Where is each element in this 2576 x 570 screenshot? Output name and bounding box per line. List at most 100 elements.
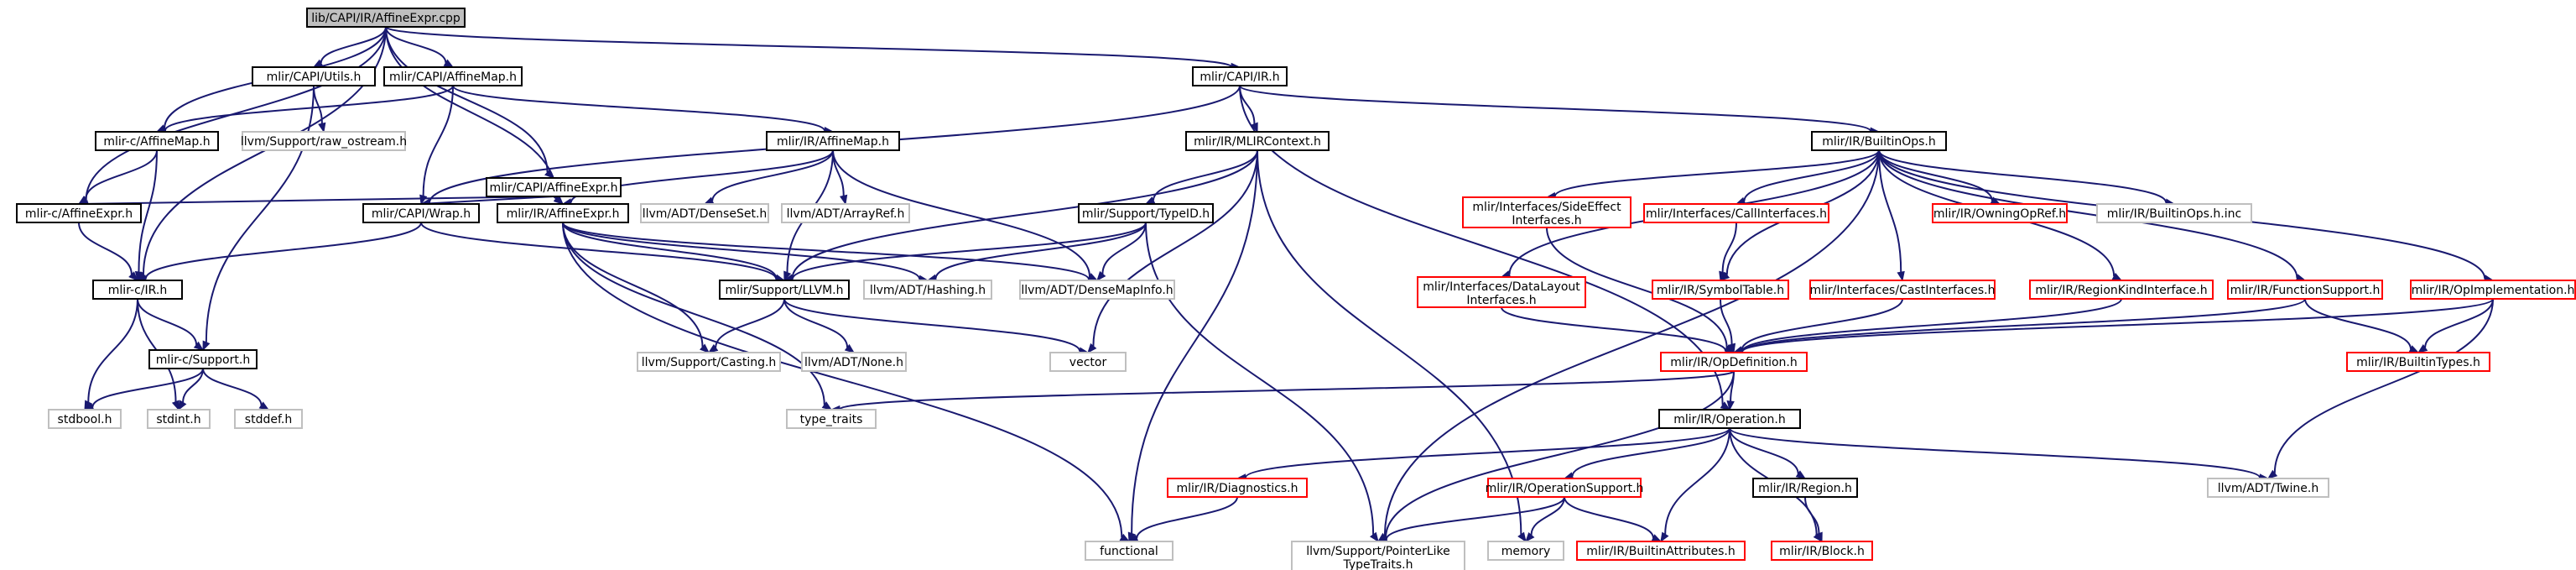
edge-operationsupport-to-builtinattributes <box>1564 496 1663 542</box>
edge-opimplementation-to-twine <box>2266 298 2494 479</box>
node-opimplementation[interactable]: mlir/IR/OpImplementation.h <box>2410 280 2576 300</box>
node-box <box>2227 280 2383 300</box>
node-label: mlir/CAPI/Wrap.h <box>372 207 471 221</box>
edge-line <box>202 368 263 405</box>
arrowhead-icon <box>2417 344 2428 353</box>
arrowhead-icon <box>1727 343 1736 354</box>
node-capi_affinemap[interactable]: mlir/CAPI/AffineMap.h <box>383 66 523 86</box>
node-diagnostics[interactable]: mlir/IR/Diagnostics.h <box>1167 478 1308 498</box>
arrowhead-icon <box>821 401 833 411</box>
node-region[interactable]: mlir/IR/Region.h <box>1752 478 1858 498</box>
node-builtinattributes[interactable]: mlir/IR/BuiltinAttributes.h <box>1576 541 1746 561</box>
node-arrayref: llvm/ADT/ArrayRef.h <box>781 203 910 223</box>
edge-line <box>711 149 834 201</box>
graph-edges <box>77 26 2495 544</box>
edge-line <box>385 26 558 198</box>
node-box <box>1576 541 1746 561</box>
node-label: mlir/IR/Diagnostics.h <box>1176 482 1298 495</box>
node-capi_ir[interactable]: mlir/CAPI/IR.h <box>1192 66 1288 86</box>
edge-line <box>429 196 554 205</box>
edge-line <box>385 26 447 64</box>
edge-ir_mlircontext-to-functional <box>1127 149 1258 543</box>
node-label: mlir/IR/BuiltinOps.h <box>1822 135 1936 149</box>
edge-capi_wrap-to-mlirc_ir <box>136 222 422 283</box>
node-label: type_traits <box>800 413 863 426</box>
arrowhead-icon <box>202 340 211 352</box>
node-box <box>1462 196 1631 228</box>
edge-line <box>562 222 1090 280</box>
node-operation[interactable]: mlir/IR/Operation.h <box>1658 409 1801 429</box>
node-label: mlir/CAPI/AffineMap.h <box>389 71 517 84</box>
node-ir_mlircontext[interactable]: mlir/IR/MLIRContext.h <box>1185 131 1330 151</box>
node-block[interactable]: mlir/IR/Block.h <box>1771 541 1873 561</box>
node-label: mlir-c/AffineMap.h <box>103 135 210 149</box>
node-label: llvm/ADT/Twine.h <box>2218 482 2318 495</box>
node-capi_wrap[interactable]: mlir/CAPI/Wrap.h <box>362 203 480 223</box>
node-ir_affineexpr[interactable]: mlir/IR/AffineExpr.h <box>497 203 629 223</box>
node-symboltable[interactable]: mlir/IR/SymbolTable.h <box>1652 280 1789 300</box>
node-label: llvm/Support/Casting.h <box>642 356 777 369</box>
node-box <box>383 66 523 86</box>
node-typeid[interactable]: mlir/Support/TypeID.h <box>1078 203 1214 223</box>
edge-line <box>1101 222 1147 275</box>
node-raw_ostream: llvm/Support/raw_ostream.h <box>241 131 407 151</box>
node-mlirc_affineexpr[interactable]: mlir-c/AffineExpr.h <box>16 203 142 223</box>
edge-line <box>562 222 778 279</box>
edge-line <box>144 222 422 280</box>
node-box <box>637 352 781 372</box>
edge-ir_affineexpr-to-casting <box>562 222 710 353</box>
node-opdefinition[interactable]: mlir/IR/OpDefinition.h <box>1660 352 1808 372</box>
node-casting: llvm/Support/Casting.h <box>637 352 781 372</box>
node-ir_affinemap[interactable]: mlir/IR/AffineMap.h <box>766 131 900 151</box>
node-capi_utils[interactable]: mlir/CAPI/Utils.h <box>252 66 376 86</box>
node-mlirc_ir[interactable]: mlir-c/IR.h <box>92 280 183 300</box>
node-label: mlir/Interfaces/CallInterfaces.h <box>1646 207 1827 221</box>
node-box <box>1078 203 1214 223</box>
node-label: mlir/IR/Block.h <box>1779 545 1865 558</box>
edge-line <box>85 26 387 201</box>
node-mlirc_support[interactable]: mlir-c/Support.h <box>148 349 258 369</box>
edge-line <box>1153 149 1258 201</box>
edge-line <box>1878 149 1993 201</box>
node-callinterfaces[interactable]: mlir/Interfaces/CallInterfaces.h <box>1643 203 1829 223</box>
edge-support_llvm-to-casting <box>707 298 785 353</box>
edge-ir_builtinops-to-castinterfaces <box>1878 149 1905 282</box>
node-label: llvm/ADT/Hashing.h <box>870 284 986 297</box>
node-box <box>1487 541 1564 561</box>
node-regionkind[interactable]: mlir/IR/RegionKindInterface.h <box>2029 280 2214 300</box>
node-label: mlir/IR/BuiltinOps.h.inc <box>2107 207 2241 221</box>
node-label: llvm/ADT/ArrayRef.h <box>787 207 905 221</box>
node-owningopref[interactable]: mlir/IR/OwningOpRef.h <box>1932 203 2068 223</box>
node-functionsupport[interactable]: mlir/IR/FunctionSupport.h <box>2227 280 2383 300</box>
node-label: mlir/IR/OwningOpRef.h <box>1933 207 2066 221</box>
edge-symboltable-to-opdefinition <box>1720 298 1736 354</box>
edge-region-to-block <box>1804 496 1823 543</box>
node-mlirc_affinemap[interactable]: mlir-c/AffineMap.h <box>95 131 219 151</box>
node-stdint: stdint.h <box>147 409 211 429</box>
arrowhead-icon <box>783 270 792 282</box>
node-label: mlir/IR/RegionKindInterface.h <box>2035 284 2207 297</box>
node-operationsupport[interactable]: mlir/IR/OperationSupport.h <box>1486 478 1644 498</box>
node-box <box>1417 276 1586 308</box>
node-label: llvm/Support/raw_ostream.h <box>241 135 407 149</box>
edge-ir_builtinops-to-sideeffect <box>1545 149 1880 201</box>
node-castinterfaces[interactable]: mlir/Interfaces/CastInterfaces.h <box>1809 280 1996 300</box>
node-support_llvm[interactable]: mlir/Support/LLVM.h <box>719 280 850 300</box>
edge-line <box>86 196 554 205</box>
node-box <box>1932 203 2068 223</box>
node-label: mlir/Support/TypeID.h <box>1082 207 1210 221</box>
edge-line <box>1741 298 1903 351</box>
node-label: vector <box>1069 356 1107 369</box>
edge-operation-to-twine <box>1729 427 2270 482</box>
arrowhead-icon <box>128 271 138 281</box>
node-box <box>2029 280 2214 300</box>
node-box <box>1019 280 1175 300</box>
node-builtintypes[interactable]: mlir/IR/BuiltinTypes.h <box>2346 352 2490 372</box>
edge-ir_affinemap-to-denseset <box>703 149 834 205</box>
edge-mlirc_affinemap-to-mlirc_ir <box>134 149 158 282</box>
node-capi_affineexpr[interactable]: mlir/CAPI/AffineExpr.h <box>486 177 622 197</box>
edge-line <box>783 298 849 348</box>
node-ir_builtinops[interactable]: mlir/IR/BuiltinOps.h <box>1811 131 1947 151</box>
